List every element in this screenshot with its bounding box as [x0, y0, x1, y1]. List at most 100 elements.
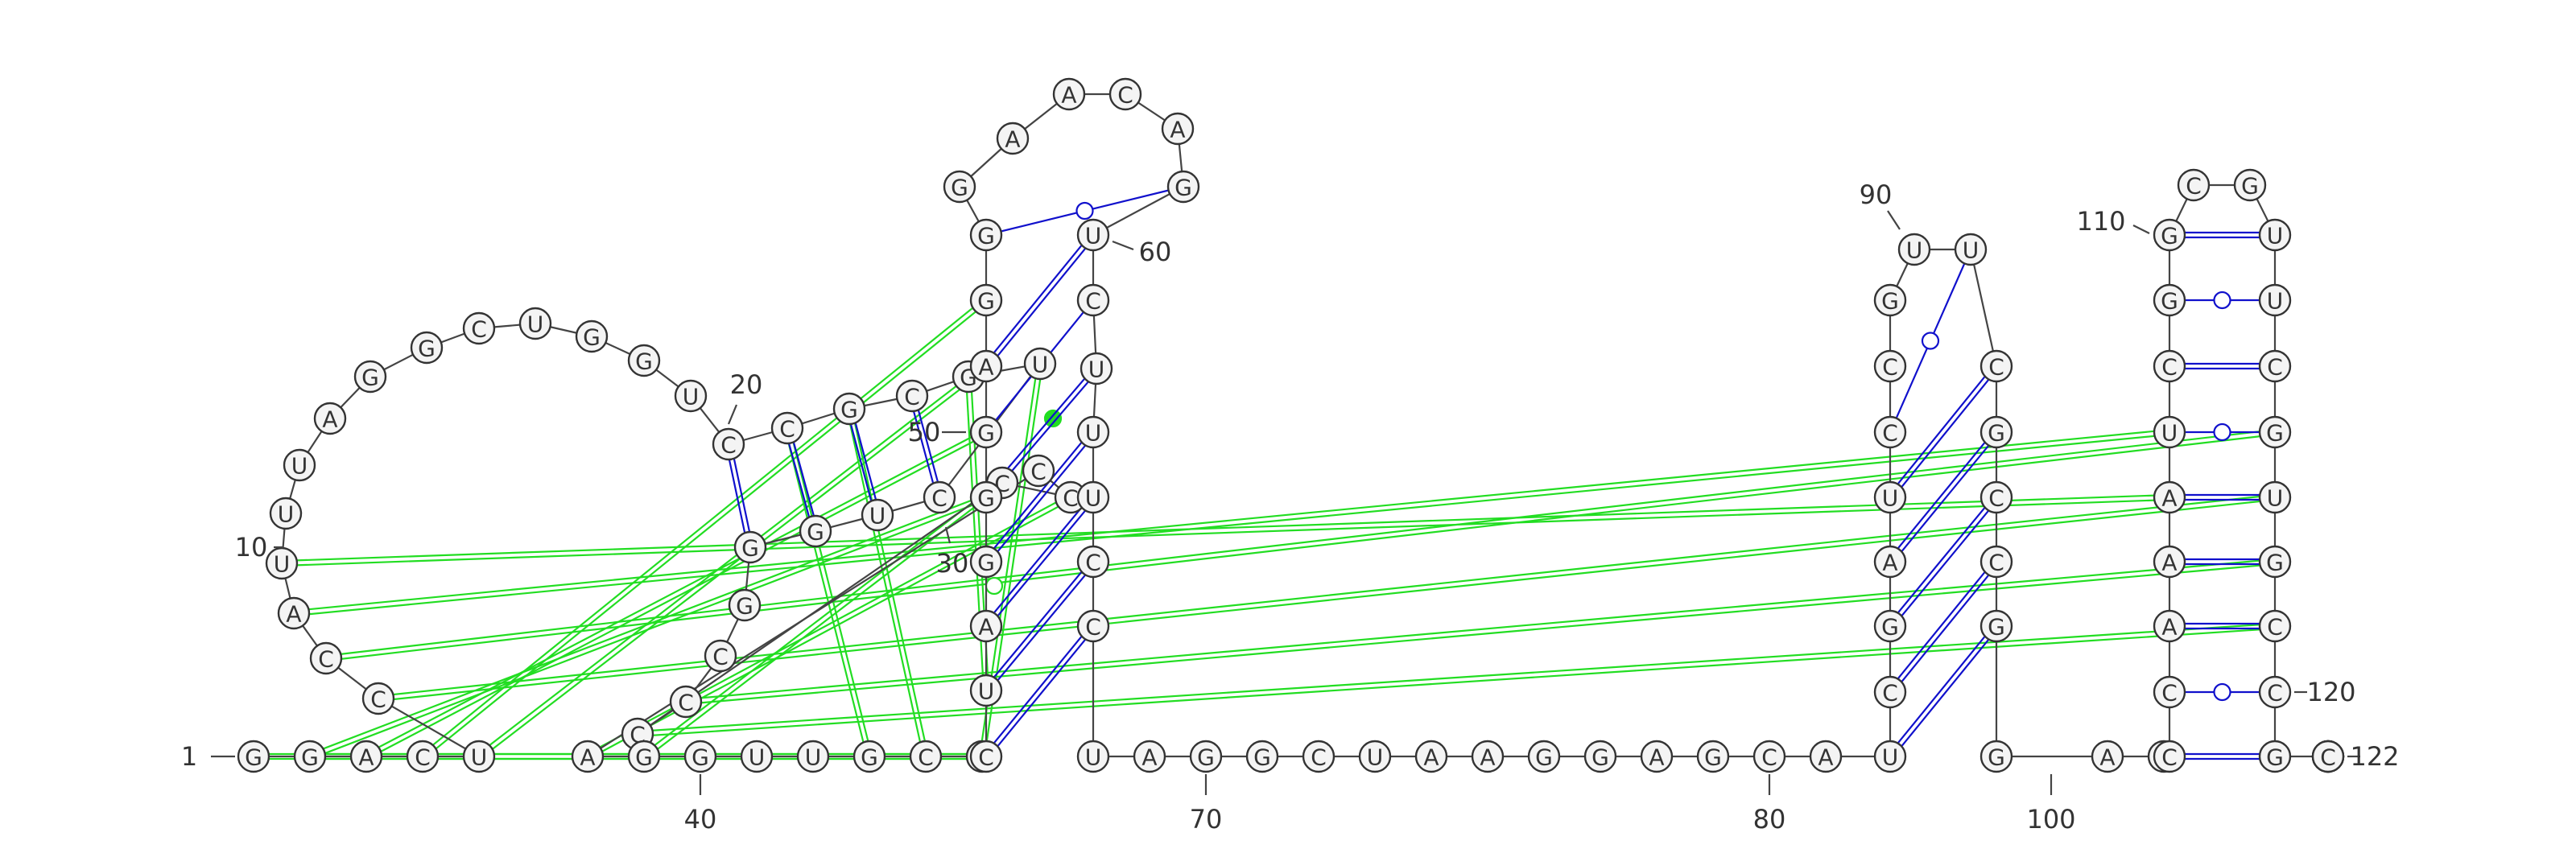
nucleotide-circle	[796, 740, 830, 773]
nucleotide-circle	[518, 307, 552, 340]
nucleotide-circle	[2258, 675, 2292, 709]
nucleotide-circle	[852, 740, 886, 773]
nucleotide-26: C	[923, 480, 956, 514]
nucleotide-90: U	[1954, 233, 1988, 266]
nucleotide-letter: A	[2161, 614, 2177, 641]
nucleotide-letter: C	[1882, 680, 1898, 707]
base-pair-line	[788, 427, 819, 531]
nucleotide-circle	[1161, 112, 1195, 146]
nucleotide-51: A	[969, 349, 1003, 383]
nucleotide-letter: C	[978, 744, 994, 771]
nucleotide-115: G	[2258, 545, 2292, 579]
nucleotide-circle	[361, 682, 395, 715]
nucleotide-circle	[1023, 347, 1057, 381]
base-pair-line	[913, 394, 943, 497]
nucleotide-circle	[1640, 740, 1674, 773]
nucleotide-letter: G	[301, 744, 319, 771]
nucleotide-61: C	[1076, 283, 1110, 317]
nucleotide-12: A	[313, 402, 347, 435]
nucleotide-letter: U	[683, 384, 700, 410]
nucleotide-89: U	[1897, 233, 1931, 266]
nucleotide-letter: A	[2099, 744, 2115, 771]
nucleotide-letter: G	[361, 365, 379, 391]
nucleotide-circle	[1752, 740, 1786, 773]
nucleotide-circle	[969, 609, 1003, 643]
backbone-segment	[378, 698, 480, 757]
nucleotide-letter: A	[978, 354, 993, 381]
nucleotide-letter: U	[1085, 420, 1102, 447]
nucleotide-108: C	[2177, 168, 2211, 202]
nucleotide-circle	[2153, 545, 2186, 579]
pseudoknot-line	[642, 480, 1001, 756]
nucleotide-letter: C	[2161, 354, 2178, 381]
nucleotide-39: G	[683, 740, 717, 773]
base-pair-line	[784, 428, 815, 533]
nucleotide-85: U	[1873, 480, 1907, 514]
nucleotide-letter: G	[1535, 744, 1553, 771]
nucleotide-38: G	[627, 740, 661, 773]
position-label-20: 20	[730, 369, 763, 400]
nucleotide-letter: U	[471, 744, 488, 771]
nucleotide-84: A	[1873, 545, 1907, 579]
backbone-segment	[1969, 249, 1998, 367]
nucleotide-91: C	[1979, 349, 2013, 383]
nucleotide-letter: G	[736, 593, 753, 620]
nucleotide-69: G	[1189, 740, 1223, 773]
nucleotide-letter: G	[635, 348, 653, 375]
position-label-100: 100	[2026, 804, 2075, 835]
position-label-80: 80	[1753, 804, 1786, 835]
nucleotide-circle	[1979, 349, 2013, 383]
nucleotide-37: A	[571, 740, 605, 773]
base-pair-line	[1887, 364, 1996, 497]
pseudoknot-line	[294, 433, 2170, 617]
nucleotide-122: C	[2311, 740, 2345, 773]
nucleotide-circle	[969, 674, 1003, 707]
nucleotide-circle	[2153, 740, 2186, 773]
nucleotide-circle	[728, 588, 762, 622]
nucleotide-102: A	[2153, 545, 2186, 579]
nucleotide-92: G	[1979, 415, 2013, 449]
nucleotide-letter: U	[1882, 485, 1899, 512]
nucleotide-letter: G	[2266, 420, 2284, 447]
nucleotide-letter: A	[1480, 744, 1495, 771]
nucleotide-70: G	[1245, 740, 1279, 773]
nucleotide-circle	[1979, 609, 2013, 643]
nucleotide-circle	[406, 740, 440, 773]
nucleotide-letter: G	[2161, 223, 2178, 249]
position-label-110: 110	[2076, 206, 2125, 237]
nucleotide-8: A	[277, 596, 311, 630]
nucleotide-circle	[969, 349, 1003, 383]
nucleotide-118: G	[2258, 740, 2292, 773]
nucleotide-circle	[2153, 480, 2186, 514]
nucleotide-18: G	[627, 344, 661, 377]
nucleotide-letter: G	[583, 324, 601, 351]
nucleotide-27: U	[861, 498, 894, 532]
pseudoknot-line	[282, 498, 2170, 567]
nucleotide-letter: U	[2267, 223, 2284, 249]
nucleotide-35: C	[1054, 480, 1088, 514]
pseudoknot-line	[293, 428, 2169, 612]
pseudoknot-marker	[1043, 409, 1063, 428]
pseudoknot-line	[788, 427, 873, 756]
pseudoknot-line	[638, 627, 2276, 738]
nucleotide-circle	[1873, 480, 1907, 514]
nucleotide-62: U	[1080, 352, 1113, 385]
base-pair-line	[1891, 627, 2000, 759]
nucleotide-letter: C	[2320, 744, 2336, 771]
base-pair-line	[724, 444, 749, 548]
nucleotide-circle	[1076, 545, 1110, 579]
base-pair-line	[1887, 430, 1996, 561]
nucleotide-circle	[1358, 740, 1392, 773]
nucleotide-letter: C	[1085, 550, 1101, 576]
nucleotide-16: U	[518, 307, 552, 340]
nucleotide-1: G	[237, 740, 270, 773]
nucleotide-circle	[627, 740, 661, 773]
nucleotide-letter: U	[1963, 237, 1979, 264]
nucleotide-97: A	[2091, 740, 2124, 773]
nucleotide-letter: U	[2267, 485, 2284, 512]
pseudoknot-line	[423, 301, 989, 760]
nucleotide-circle	[2153, 349, 2186, 383]
pseudoknot-line	[845, 409, 925, 757]
position-tick	[944, 526, 952, 544]
nucleotide-96: G	[1979, 740, 2013, 773]
